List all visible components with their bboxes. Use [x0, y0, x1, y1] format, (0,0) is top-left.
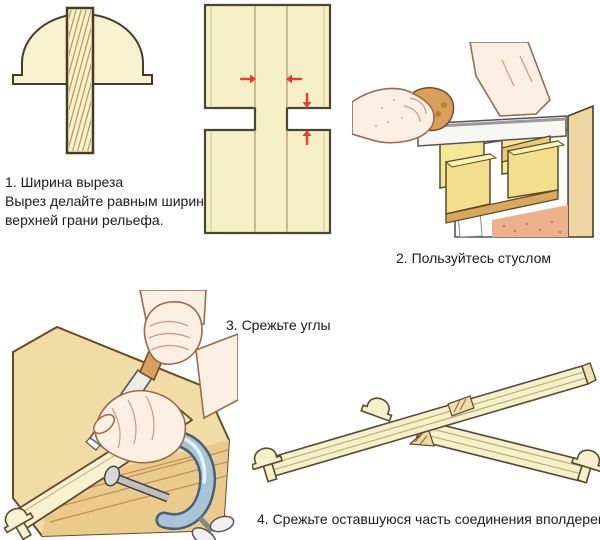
hatched-rail-strip — [65, 6, 95, 155]
caption-step4: 4. Срежьте оставшуюся часть соединения в… — [257, 511, 600, 527]
notched-board — [203, 3, 332, 235]
molding-cross-section-illustration — [12, 6, 153, 155]
rear-bar-end-cap — [360, 395, 475, 423]
crossed-moldings-illustration — [252, 362, 600, 484]
miter-box-front — [444, 135, 566, 224]
chisel-paring-illustration — [3, 290, 238, 540]
caption-step2: 2. Пользуйтесь стуслом — [396, 250, 552, 266]
caption-step3: 3. Срежьте углы — [226, 317, 331, 333]
lower-hand — [93, 333, 238, 464]
holding-arm — [469, 42, 551, 117]
sawing-hand — [352, 87, 455, 144]
caption-step1-line2: Вырез делайте равным ширине — [5, 193, 212, 209]
notched-rail-illustration — [203, 3, 332, 235]
miter-box-sawing-illustration — [352, 42, 594, 238]
caption-step1-line3: верхней грани рельефа. — [5, 212, 164, 228]
upper-hand — [139, 290, 207, 366]
saw-icon — [417, 115, 567, 147]
molding-bar-front — [252, 362, 597, 483]
molding-bar-rear — [408, 419, 600, 484]
caption-step1: 1. Ширина выреза Вырез делайте равным ши… — [5, 173, 212, 230]
caption-step1-line1: 1. Ширина выреза — [5, 174, 124, 190]
width-arrows — [240, 74, 312, 145]
